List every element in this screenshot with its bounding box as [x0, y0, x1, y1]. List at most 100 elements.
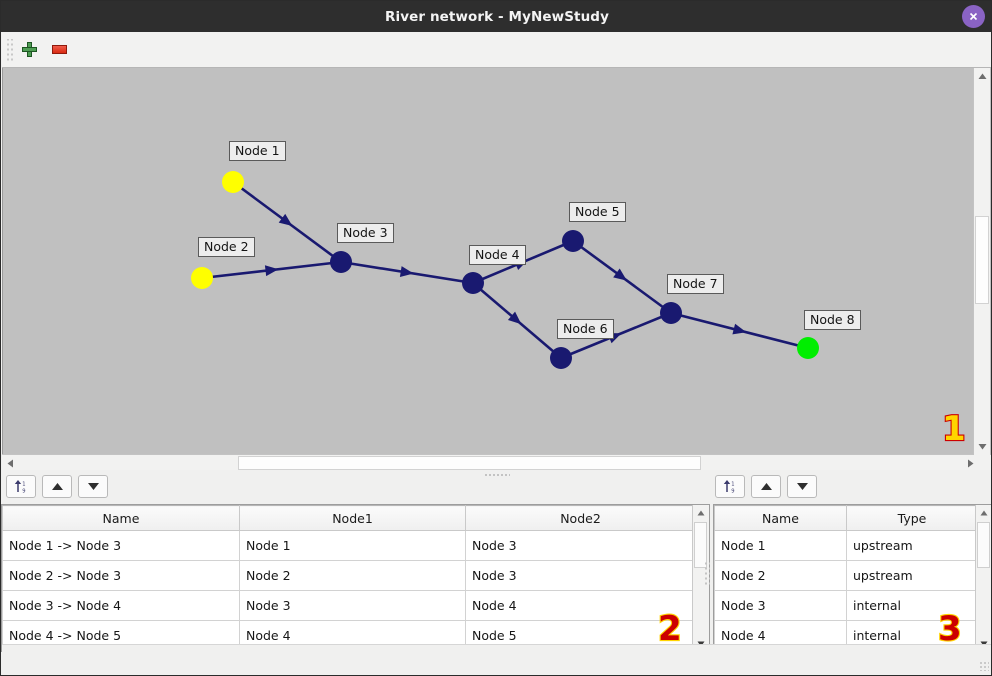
column-header[interactable]: Node2 — [465, 505, 693, 531]
column-header[interactable]: Name — [714, 505, 847, 531]
table-cell[interactable]: Node 1 — [239, 530, 466, 561]
graph-node-label[interactable]: Node 4 — [469, 245, 526, 265]
nodes-scroll-up-icon[interactable] — [976, 505, 991, 520]
graph-node[interactable] — [191, 267, 213, 289]
nodes-move-up-button[interactable] — [751, 474, 781, 498]
nodes-sort-button[interactable]: 1 9 — [715, 474, 745, 498]
nodes-move-down-button[interactable] — [787, 474, 817, 498]
table-cell[interactable]: Node 1 -> Node 3 — [2, 530, 240, 561]
graph-node[interactable] — [562, 230, 584, 252]
graph-node[interactable] — [797, 337, 819, 359]
table-cell[interactable]: Node 2 — [239, 560, 466, 591]
column-header[interactable]: Node1 — [239, 505, 466, 531]
graph-node-label[interactable]: Node 6 — [557, 319, 614, 339]
splitter-grip — [484, 472, 510, 476]
svg-text:1: 1 — [731, 481, 734, 487]
table-cell[interactable]: Node 3 — [239, 590, 466, 621]
toolbar-grip[interactable] — [5, 38, 14, 61]
scroll-right-icon[interactable] — [962, 455, 978, 471]
graph-vertical-scrollbar[interactable] — [973, 68, 990, 454]
nodes-scroll-thumb[interactable] — [977, 522, 990, 568]
table-cell[interactable]: Node 2 — [714, 560, 847, 591]
table-cell[interactable]: Node 3 — [714, 590, 847, 621]
graph-node-label[interactable]: Node 8 — [804, 310, 861, 330]
delete-icon — [51, 45, 67, 54]
reaches-panel-toolbar: 1 9 — [6, 474, 108, 498]
column-header[interactable]: Name — [2, 505, 240, 531]
graph-horizontal-scrollbar[interactable] — [2, 454, 991, 471]
reaches-scroll-up-icon[interactable] — [693, 505, 708, 520]
reaches-move-up-button[interactable] — [42, 474, 72, 498]
table-cell[interactable]: upstream — [846, 560, 976, 591]
reaches-sort-button[interactable]: 1 9 — [6, 474, 36, 498]
plus-icon — [21, 42, 37, 57]
graph-node[interactable] — [660, 302, 682, 324]
triangle-down-icon — [796, 482, 808, 490]
graph-edge-arrow — [278, 213, 293, 226]
graph-node-label[interactable]: Node 5 — [569, 202, 626, 222]
table-cell[interactable]: Node 4 — [465, 590, 693, 621]
graph-node[interactable] — [550, 347, 572, 369]
panel-splitter[interactable] — [2, 470, 991, 478]
scroll-down-icon[interactable] — [974, 438, 990, 454]
network-graph-canvas[interactable]: Node 1 Node 2 Node 3 Node 4 Node 5 Node 6 Node… — [2, 68, 991, 454]
sort-icon: 1 9 — [723, 479, 734, 494]
table-cell[interactable]: Node 3 — [465, 560, 693, 591]
scroll-up-icon[interactable] — [974, 68, 990, 84]
graph-edge-arrow — [264, 265, 279, 277]
triangle-up-icon — [760, 482, 772, 490]
graph-node-label[interactable]: Node 1 — [229, 141, 286, 161]
graph-node-label[interactable]: Node 2 — [198, 237, 255, 257]
delete-node-button[interactable] — [44, 35, 74, 65]
table-cell[interactable]: upstream — [846, 530, 976, 561]
graph-node-label[interactable]: Node 3 — [337, 223, 394, 243]
table-cell[interactable]: Node 3 -> Node 4 — [2, 590, 240, 621]
close-icon[interactable] — [962, 5, 985, 28]
table-cell[interactable]: Node 3 — [465, 530, 693, 561]
sort-icon: 1 9 — [14, 479, 25, 494]
graph-edge-arrow — [399, 266, 414, 277]
svg-text:9: 9 — [731, 488, 734, 494]
table-cell[interactable]: internal — [846, 590, 976, 621]
graph-hscroll-thumb[interactable] — [238, 456, 701, 470]
graph-node[interactable] — [330, 251, 352, 273]
window-resize-grip[interactable] — [979, 661, 989, 671]
tables-splitter-grip[interactable] — [704, 561, 710, 587]
add-node-button[interactable] — [14, 35, 44, 65]
reaches-move-down-button[interactable] — [78, 474, 108, 498]
reaches-scroll-down-icon[interactable] — [693, 636, 708, 651]
graph-node-label[interactable]: Node 7 — [667, 274, 724, 294]
table-cell[interactable]: Node 2 -> Node 3 — [2, 560, 240, 591]
graph-node[interactable] — [222, 171, 244, 193]
graph-node[interactable] — [462, 272, 484, 294]
network-graph-svg — [191, 171, 819, 369]
reaches-table-scrollbar[interactable] — [692, 505, 709, 651]
graph-vscroll-thumb[interactable] — [975, 216, 989, 304]
window-title: River network - MyNewStudy — [385, 8, 609, 25]
triangle-up-icon — [51, 482, 63, 490]
scroll-left-icon[interactable] — [2, 455, 18, 471]
scrollbar-corner — [974, 454, 990, 470]
nodes-panel-toolbar: 1 9 — [715, 474, 817, 498]
column-header[interactable]: Type — [846, 505, 976, 531]
reaches-scroll-thumb[interactable] — [694, 522, 707, 568]
table-cell[interactable]: Node 1 — [714, 530, 847, 561]
nodes-table-scrollbar[interactable] — [975, 505, 991, 651]
title-bar: River network - MyNewStudy — [1, 1, 991, 32]
graph-edge-arrow — [613, 268, 627, 281]
svg-text:1: 1 — [22, 481, 25, 487]
nodes-scroll-down-icon[interactable] — [976, 636, 991, 651]
